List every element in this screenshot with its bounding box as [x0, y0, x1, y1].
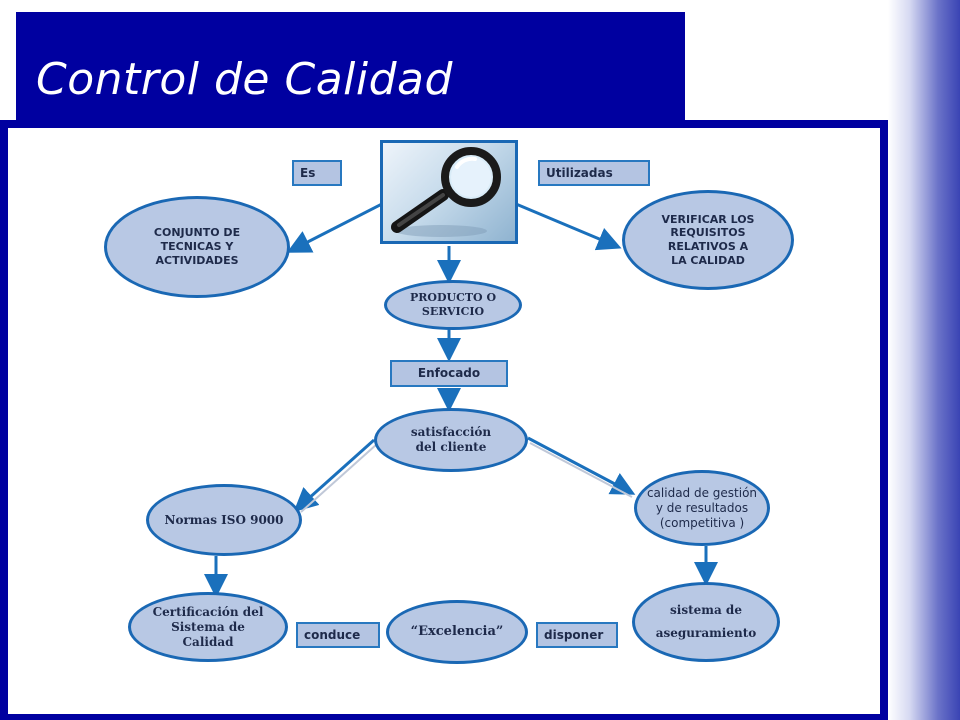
node-verificar-requisitos: VERIFICAR LOS REQUISITOS RELATIVOS A LA … [622, 190, 794, 290]
label-conduce: conduce [296, 622, 380, 648]
arrow-image-to-conjunto [286, 202, 383, 253]
label-es: Es [292, 160, 342, 186]
title-bar [16, 12, 685, 120]
arrow-satisfaccion-to-normas [293, 438, 376, 513]
magnifier-image [380, 140, 518, 244]
node-conjunto-tecnicas: CONJUNTO DE TECNICAS Y ACTIVIDADES [104, 196, 290, 298]
magnifying-glass-icon [391, 147, 501, 237]
node-satisfaccion-cliente: satisfacción del cliente [374, 408, 528, 472]
node-producto-servicio: PRODUCTO O SERVICIO [384, 280, 522, 330]
node-excelencia: “Excelencia” [386, 600, 528, 664]
node-normas-iso: Normas ISO 9000 [146, 484, 302, 556]
arrow-shadow-left [300, 443, 378, 513]
node-calidad-gestion: calidad de gestión y de resultados (comp… [634, 470, 770, 546]
label-utilizadas: Utilizadas [538, 160, 650, 186]
arrow-shadow-right [529, 442, 633, 498]
label-disponer: disponer [536, 622, 618, 648]
arrow-satisfaccion-to-calidad [527, 436, 636, 495]
side-gradient-stripe [888, 0, 960, 720]
page-title: Control de Calidad [36, 54, 453, 105]
node-sistema-aseguramiento: sistema de aseguramiento [632, 582, 780, 662]
node-certificacion: Certificación del Sistema de Calidad [128, 592, 288, 662]
label-enfocado: Enfocado [390, 360, 508, 387]
arrow-image-to-verificar [515, 202, 622, 251]
